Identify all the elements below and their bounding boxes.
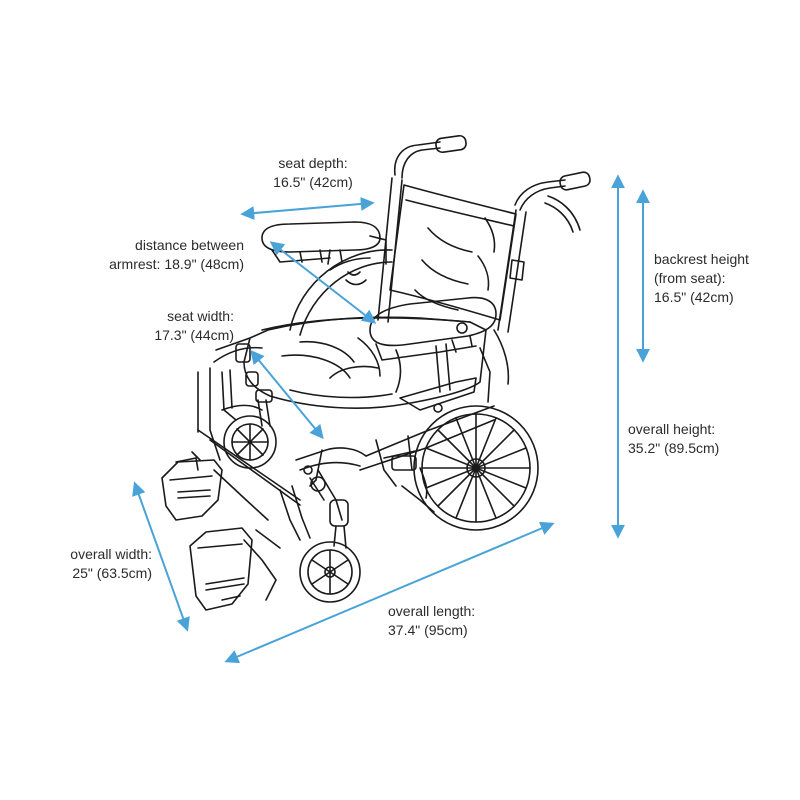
overall-length-value: 37.4" (95cm)	[388, 622, 468, 638]
overall-width-label: overall width: 25" (63.5cm)	[30, 545, 152, 583]
overall-height-title: overall height:	[628, 421, 716, 437]
overall-width-title: overall width:	[70, 546, 152, 562]
armrest-distance-arrow	[269, 241, 377, 324]
seat-width-label: seat width: 17.3" (44cm)	[110, 307, 234, 345]
seat-depth-title: seat depth:	[278, 155, 348, 171]
overall-width-arrow	[132, 481, 190, 632]
seat-depth-value: 16.5" (42cm)	[273, 174, 353, 190]
backrest-height-value: 16.5" (42cm)	[654, 289, 734, 305]
dimension-arrows	[132, 174, 650, 664]
armrest-distance-value: armrest: 18.9" (48cm)	[109, 256, 244, 272]
seat-width-value: 17.3" (44cm)	[154, 327, 234, 343]
backrest-height-subtitle: (from seat):	[654, 270, 726, 286]
seat-depth-arrow	[240, 196, 375, 221]
seat-width-arrow	[250, 349, 324, 440]
overall-height-value: 35.2" (89.5cm)	[628, 440, 720, 456]
overall-length-title: overall length:	[388, 603, 476, 619]
seat-depth-label: seat depth: 16.5" (42cm)	[258, 154, 368, 192]
seat-width-title: seat width:	[167, 308, 234, 324]
overall-length-arrow	[224, 521, 555, 664]
wheelchair-icon	[161, 134, 591, 611]
armrest-distance-label: distance between armrest: 18.9" (48cm)	[60, 236, 244, 274]
armrest-distance-title: distance between	[135, 237, 244, 253]
backrest-height-title: backrest height	[654, 251, 749, 267]
overall-width-value: 25" (63.5cm)	[72, 565, 152, 581]
overall-height-label: overall height: 35.2" (89.5cm)	[628, 420, 768, 458]
overall-length-label: overall length: 37.4" (95cm)	[388, 602, 518, 640]
backrest-height-label: backrest height (from seat): 16.5" (42cm…	[654, 250, 794, 307]
